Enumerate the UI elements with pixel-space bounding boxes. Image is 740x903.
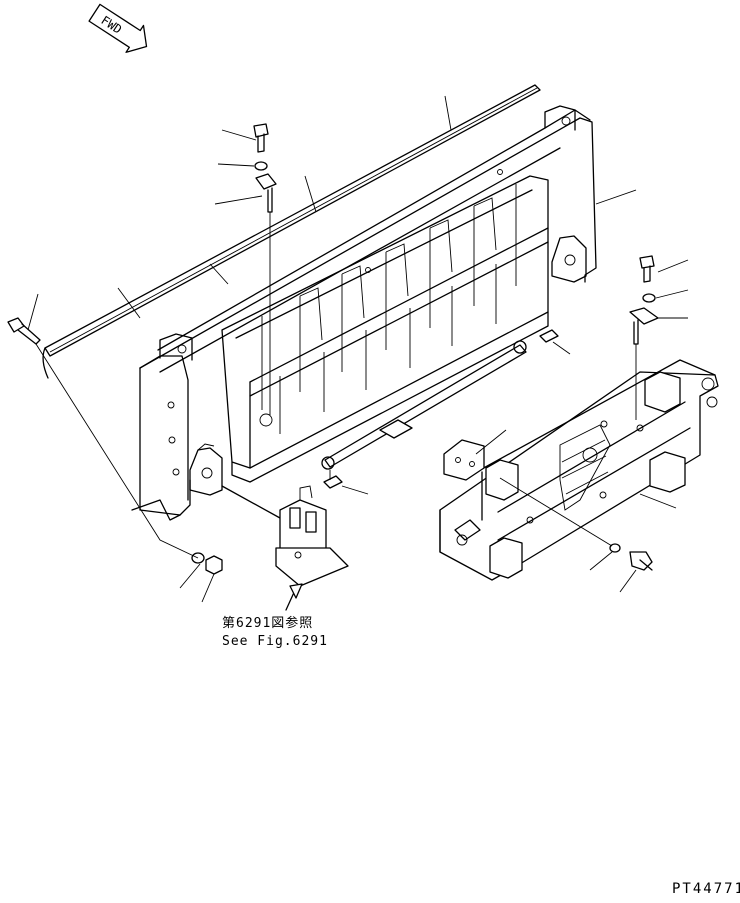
upper-bolt-set (253, 123, 277, 427)
fig-reference-en: See Fig.6291 (222, 634, 328, 649)
push-frame (439, 359, 719, 581)
leader-lines (27, 95, 689, 603)
fwd-direction-marker: FWD (88, 3, 148, 53)
left-trunnion-bracket (189, 443, 223, 496)
fig-reference-jp: 第6291図参照 (222, 615, 313, 631)
left-long-bolt (7, 317, 199, 559)
reference-arrow (285, 583, 303, 611)
drawing-code: PT44771 (672, 881, 740, 897)
valve-assembly (221, 485, 349, 587)
cutting-edge-strip (42, 84, 541, 379)
fwd-label: FWD (99, 13, 125, 37)
brace-rod (321, 329, 559, 489)
right-bolt-set (629, 255, 659, 420)
blade-body (131, 105, 597, 521)
mounting-plate (443, 439, 485, 481)
right-trunnion-bracket (551, 235, 587, 283)
washer-and-nut (191, 552, 223, 575)
lower-bolt-set (499, 477, 653, 571)
